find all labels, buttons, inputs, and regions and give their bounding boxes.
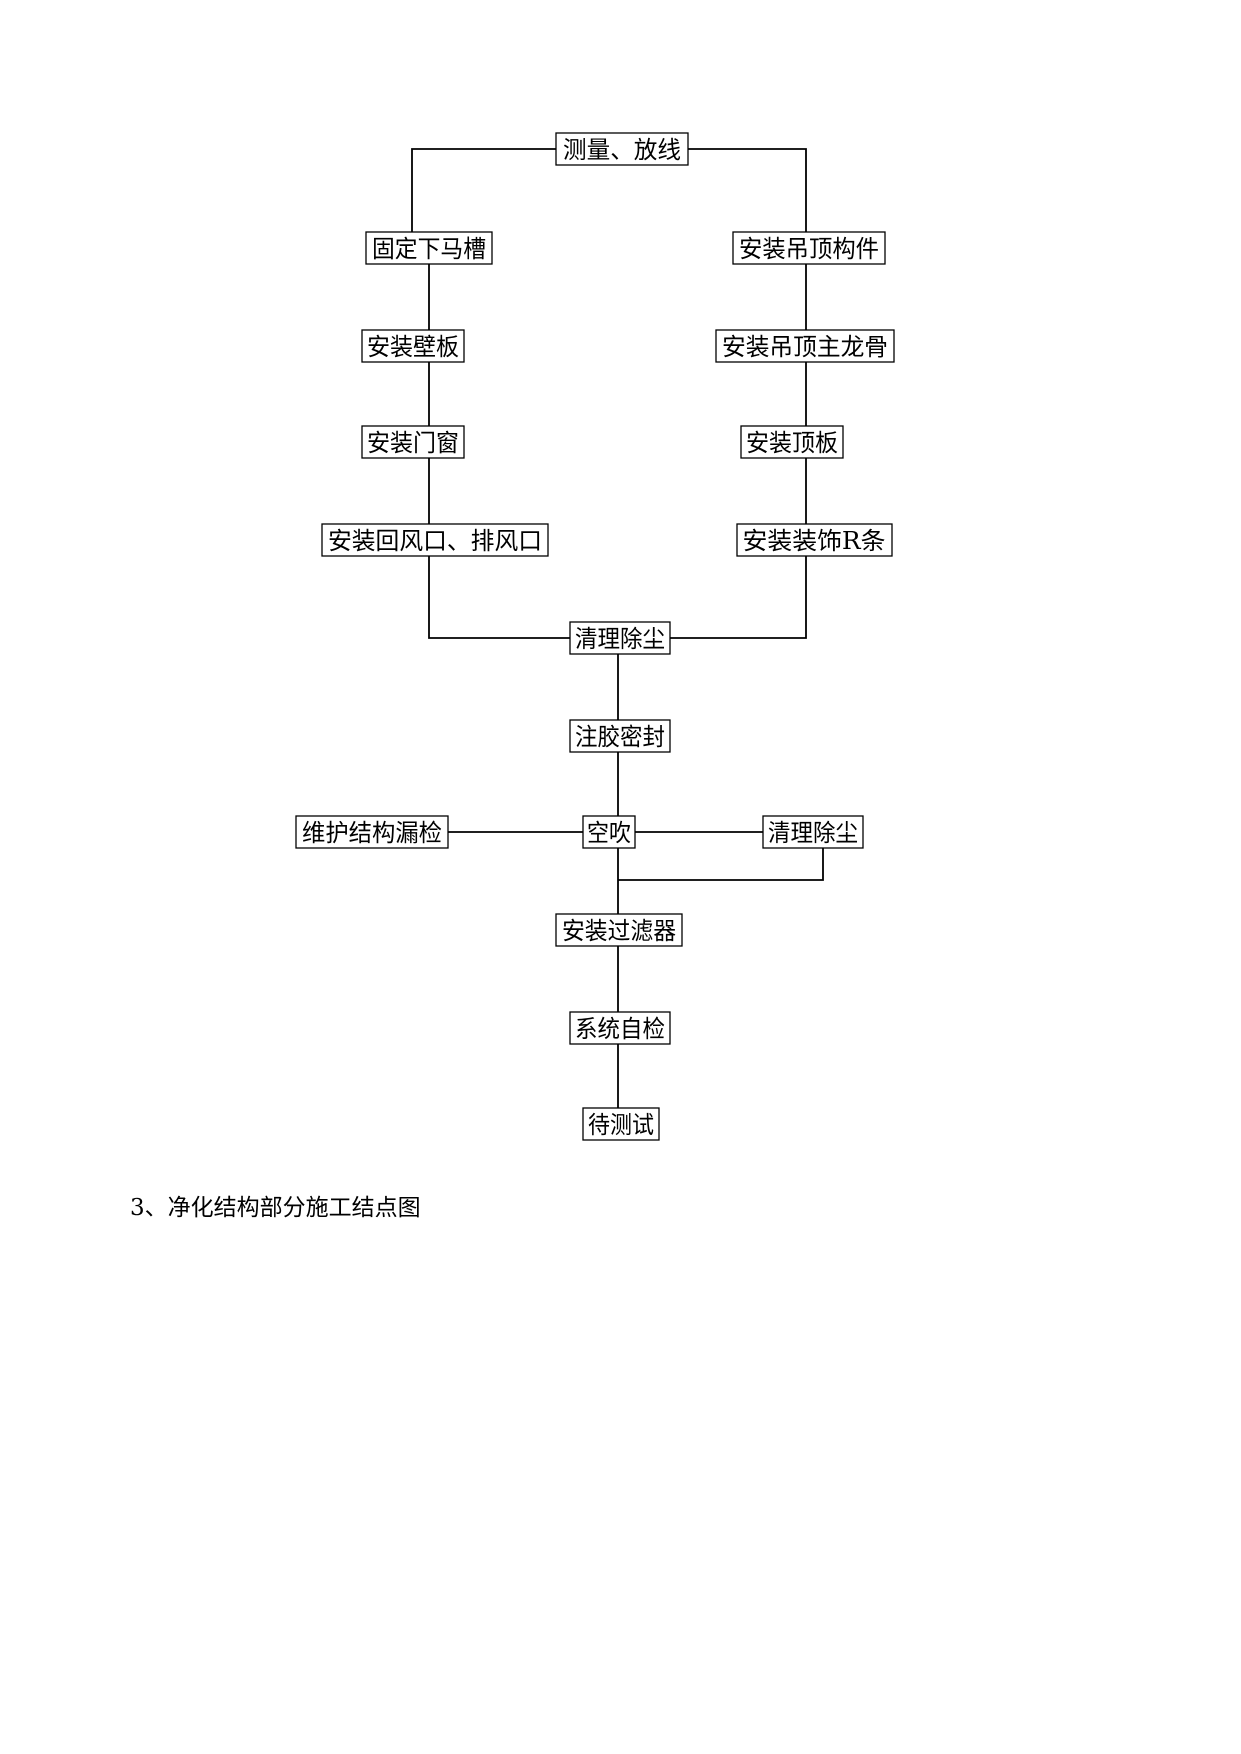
node-top-panel-label: 安装顶板 — [746, 429, 838, 457]
node-fix-channel: 固定下马槽 — [365, 231, 493, 265]
node-sealant-label: 注胶密封 — [575, 723, 665, 751]
node-clean-2-label: 清理除尘 — [768, 819, 858, 847]
node-ceiling-main-keel-label: 安装吊顶主龙骨 — [722, 333, 888, 361]
node-r-strip: 安装装饰R条 — [736, 523, 893, 557]
edge-right-to-clean — [670, 556, 807, 639]
node-r-strip-label: 安装装饰R条 — [743, 527, 886, 555]
node-door-window-label: 安装门窗 — [367, 429, 459, 457]
construction-flowchart: 测量、放线 固定下马槽 安装壁板 安装门窗 安装回风口、排风口 安装吊顶构件 — [295, 132, 895, 1141]
node-wall-panel: 安装壁板 — [361, 329, 465, 363]
node-filter-label: 安装过滤器 — [562, 917, 676, 945]
flowchart-connectors — [411, 148, 824, 1108]
flowchart-nodes: 测量、放线 固定下马槽 安装壁板 安装门窗 安装回风口、排风口 安装吊顶构件 — [295, 132, 895, 1141]
node-clean-2: 清理除尘 — [762, 815, 864, 849]
node-measure: 测量、放线 — [555, 132, 689, 166]
node-leak-check-label: 维护结构漏检 — [302, 819, 442, 847]
node-clean-1-label: 清理除尘 — [575, 625, 665, 653]
section-caption: 3、净化结构部分施工结点图 — [130, 1195, 421, 1221]
node-pending-test: 待测试 — [582, 1107, 660, 1141]
node-clean-1: 清理除尘 — [569, 621, 671, 655]
node-top-panel: 安装顶板 — [740, 425, 844, 459]
edge-clean2-return — [618, 848, 824, 881]
node-pending-test-label: 待测试 — [588, 1111, 654, 1139]
node-air-blow: 空吹 — [582, 815, 636, 849]
node-leak-check: 维护结构漏检 — [295, 815, 449, 849]
node-sealant: 注胶密封 — [569, 719, 671, 753]
node-ceiling-parts: 安装吊顶构件 — [732, 231, 886, 265]
edge-measure-to-right — [688, 148, 807, 232]
node-fix-channel-label: 固定下马槽 — [372, 235, 486, 263]
node-vents: 安装回风口、排风口 — [321, 523, 549, 557]
node-air-blow-label: 空吹 — [587, 819, 631, 847]
node-door-window: 安装门窗 — [361, 425, 465, 459]
edge-left-to-clean — [428, 556, 570, 639]
node-wall-panel-label: 安装壁板 — [367, 333, 459, 361]
node-vents-label: 安装回风口、排风口 — [328, 527, 542, 555]
node-self-check-label: 系统自检 — [575, 1015, 665, 1043]
edge-measure-to-left — [411, 148, 556, 232]
node-self-check: 系统自检 — [569, 1011, 671, 1045]
node-measure-label: 测量、放线 — [563, 136, 681, 164]
node-ceiling-parts-label: 安装吊顶构件 — [739, 235, 879, 263]
node-ceiling-main-keel: 安装吊顶主龙骨 — [715, 329, 895, 363]
node-filter: 安装过滤器 — [555, 913, 683, 947]
